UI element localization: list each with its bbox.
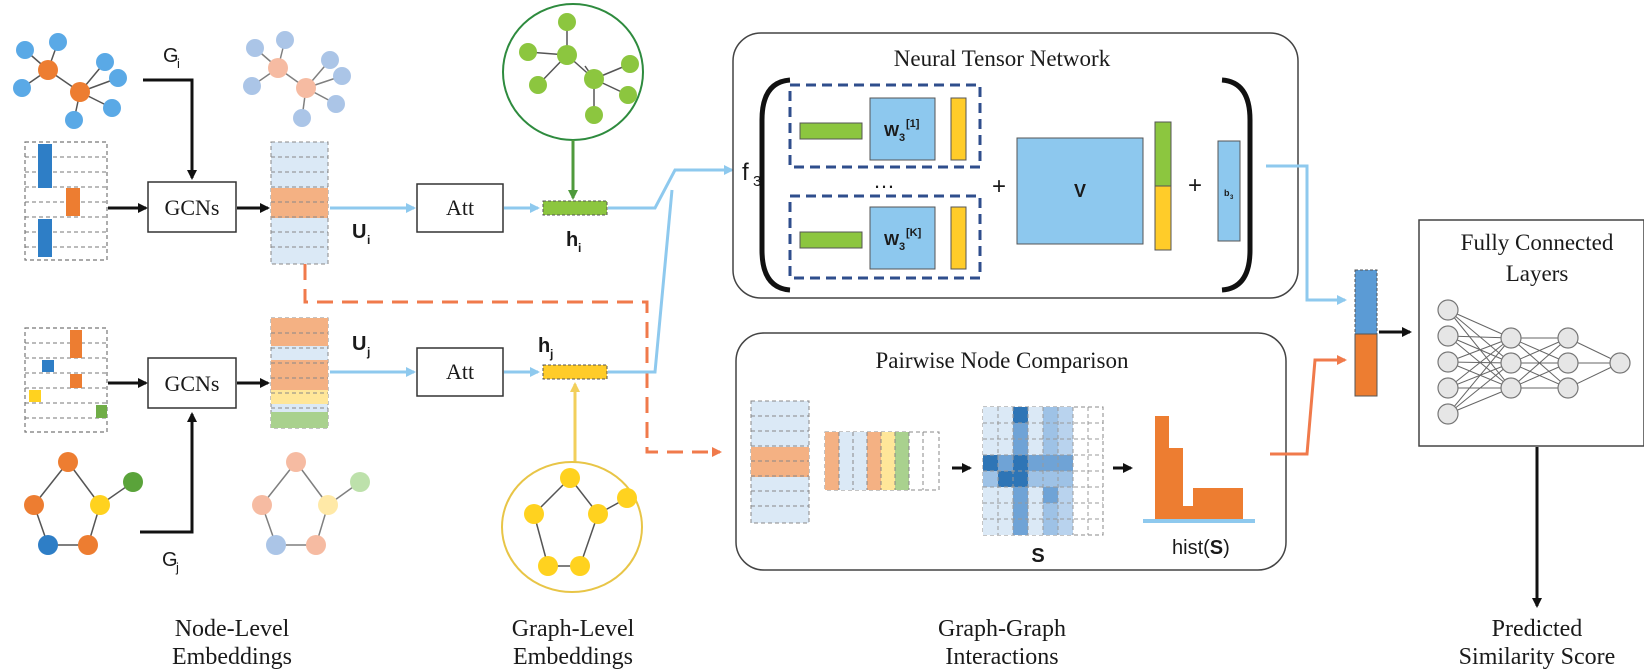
h-j-to-ntn-arrow	[608, 189, 674, 374]
histogram	[1143, 416, 1255, 523]
w1-sub: 3	[899, 132, 905, 144]
v-yellow-vector	[1154, 185, 1172, 251]
similarity-matrix-s	[982, 406, 1104, 536]
fc-title-line1: Fully Connected	[1461, 230, 1614, 255]
att-bottom-label: Att	[446, 359, 474, 384]
caption-node-level-1: Node-Level	[175, 616, 290, 642]
node-embedding-matrix-i	[270, 141, 329, 265]
gcn-top-label: GCNs	[164, 195, 219, 220]
graph-level-circle-i	[502, 3, 644, 141]
h-i-label: h	[566, 229, 578, 251]
w1-label: W	[884, 123, 900, 140]
v-matrix	[1016, 137, 1144, 245]
ntn-f3: f	[742, 159, 749, 186]
ntn-slice-k	[788, 194, 982, 280]
fc-title-line2: Layers	[1506, 261, 1569, 286]
caption-graph-graph-1: Graph-Graph	[938, 616, 1066, 642]
u-i-sub: i	[367, 233, 370, 247]
att-top-label: Att	[446, 195, 474, 220]
hist-suffix: )	[1223, 537, 1230, 559]
gcn-bottom-label: GCNs	[164, 371, 219, 396]
h-j-vector	[542, 364, 608, 380]
graph-i-tree	[13, 33, 127, 129]
caption-node-level-2: Embeddings	[172, 644, 292, 670]
slice-1-green-vector	[799, 122, 863, 140]
concat-blue-part	[1354, 269, 1378, 335]
s-label: S	[1031, 545, 1044, 567]
b3-sub: 3	[1230, 195, 1234, 201]
feature-matrix-i	[24, 141, 108, 261]
wk-sub: 3	[899, 241, 905, 253]
caption-graph-level-1: Graph-Level	[512, 616, 635, 642]
hist-s: S	[1210, 537, 1223, 559]
wk-matrix	[869, 206, 936, 270]
pnc-title: Pairwise Node Comparison	[876, 348, 1129, 373]
graph-i-label: G	[163, 45, 179, 67]
pnc-u-j-transposed	[824, 431, 940, 491]
att-block-top	[416, 183, 504, 233]
graph-i-sub: i	[177, 56, 180, 71]
node-embedding-matrix-j	[270, 317, 329, 429]
feature-matrix-j	[24, 327, 108, 433]
h-i-to-ntn-arrow	[608, 165, 734, 210]
pnc-u-i-matrix	[750, 400, 810, 524]
w1-matrix	[869, 97, 936, 161]
caption-graph-level-2: Embeddings	[513, 644, 633, 670]
v-label: V	[1074, 181, 1086, 201]
h-j-label: h	[538, 335, 550, 357]
gcn-block-bottom	[147, 357, 237, 409]
graph-j-pentagon	[24, 452, 143, 555]
ntn-plus-2: +	[1188, 172, 1202, 199]
wk-sup: [K]	[906, 227, 922, 239]
u-i-label: U	[352, 221, 366, 243]
graph-j-label: G	[162, 549, 178, 571]
ntn-ellipsis: …	[873, 168, 895, 193]
ntn-right-bracket	[1221, 77, 1253, 293]
hist-prefix: hist(	[1172, 537, 1210, 559]
fc-neurons	[1437, 299, 1631, 425]
graph-i-embedded-tree	[243, 31, 351, 127]
wk-label: W	[884, 232, 900, 249]
b3-label: b	[1224, 188, 1230, 198]
hist-label-prefix: hist(S)	[1172, 537, 1230, 559]
graph-level-circle-j	[501, 461, 643, 593]
h-i-vector	[542, 200, 608, 216]
b3-vector	[1217, 140, 1241, 242]
caption-predicted-1: Predicted	[1492, 616, 1583, 642]
ntn-slice-1	[788, 83, 982, 169]
gcn-block-top	[147, 181, 237, 233]
caption-predicted-2: Similarity Score	[1459, 644, 1616, 670]
u-j-sub: j	[366, 345, 370, 359]
graph-i-arrow	[143, 78, 197, 180]
slice-1-yellow-vector	[950, 97, 967, 161]
w1-sup: [1]	[906, 118, 920, 130]
graph-j-arrow	[140, 412, 197, 534]
pnc-to-concat-arrow	[1270, 355, 1347, 456]
slice-k-yellow-vector	[950, 206, 967, 270]
graph-j-sub: j	[175, 560, 179, 575]
pairwise-dashed-path	[303, 264, 722, 457]
caption-graph-graph-2: Interactions	[945, 644, 1058, 670]
ntn-to-concat-arrow	[1266, 164, 1347, 305]
att-block-bottom	[416, 347, 504, 397]
u-j-label: U	[352, 333, 366, 355]
ntn-plus-1: +	[992, 173, 1006, 200]
concat-orange-part	[1354, 333, 1378, 397]
ntn-f3-sub: 3	[753, 173, 761, 190]
slice-k-green-vector	[799, 231, 863, 249]
v-green-vector	[1154, 121, 1172, 187]
ntn-title: Neural Tensor Network	[894, 46, 1111, 71]
ntn-left-bracket	[759, 77, 791, 293]
h-i-sub: i	[578, 241, 581, 255]
graph-j-embedded-pentagon	[252, 452, 370, 555]
h-j-sub: j	[549, 347, 553, 361]
